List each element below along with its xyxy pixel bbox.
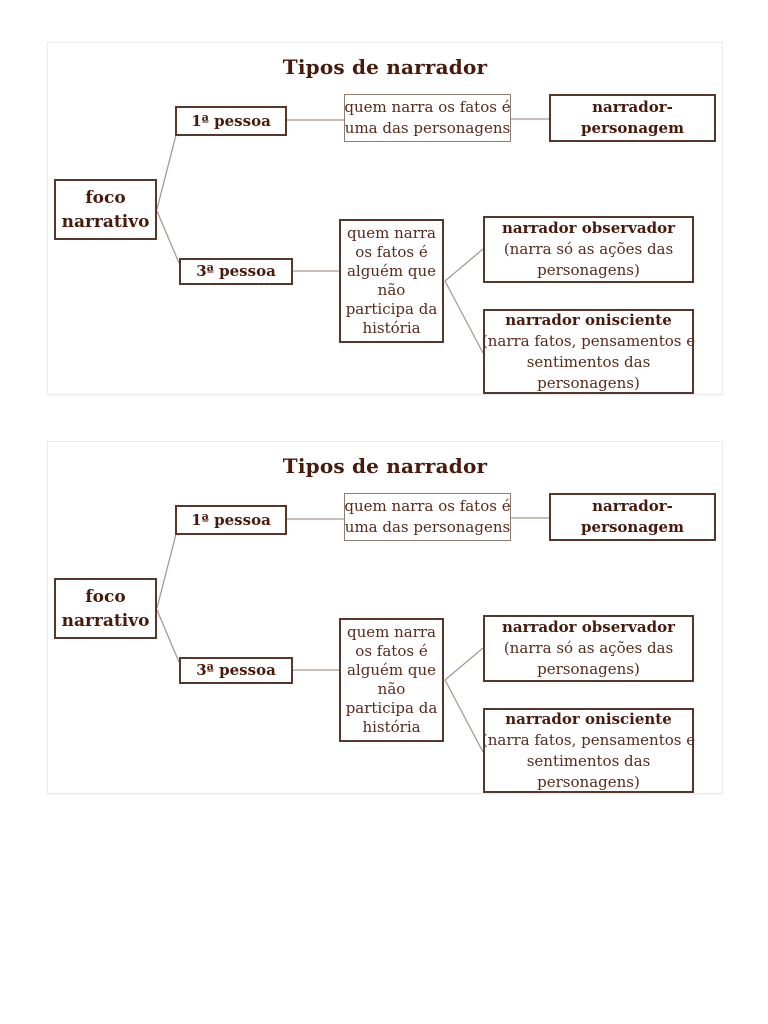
node-text-line: alguém que <box>346 262 436 280</box>
node-primeira-pessoa: 1ª pessoa <box>175 505 287 535</box>
diagram-title: Tipos de narrador <box>282 454 488 478</box>
node-text-line: personagem <box>581 518 684 536</box>
node-text-line: personagens) <box>537 772 640 791</box>
node-quem-narra-primeira: quem narra os fatos é uma das personagen… <box>344 94 511 142</box>
node-text-line: quem narra os fatos é <box>344 497 511 515</box>
node-text-line: participa da <box>345 300 438 318</box>
node-text-line: personagens) <box>537 373 640 392</box>
connector-quemnarra-to-observador <box>444 248 484 282</box>
node-foco-narrativo: foco narrativo <box>54 578 157 639</box>
node-title: narrador observador <box>502 618 675 636</box>
connector-foco-to-primeira <box>156 533 177 609</box>
node-narrador-onisciente: narrador onisciente (narra fatos, pensam… <box>481 708 696 793</box>
node-title: narrador onisciente <box>505 310 672 329</box>
node-text-line: participa da <box>345 699 438 717</box>
node-title: narrador onisciente <box>505 709 672 728</box>
node-text-line: quem narra os fatos é <box>344 98 511 116</box>
node-text-line: 1ª pessoa <box>191 111 271 130</box>
node-primeira-pessoa: 1ª pessoa <box>175 106 287 136</box>
connector-quemnarra-to-onisciente <box>444 679 484 753</box>
node-text-line: narrador- <box>592 98 673 116</box>
node-text-line: sentimentos das <box>526 352 651 371</box>
node-quem-narra-terceira: quem narra os fatos é alguém que não par… <box>339 219 444 343</box>
connector-quemnarra-to-observador <box>444 647 484 681</box>
node-narrador-personagem: narrador- personagem <box>549 493 716 541</box>
node-text-line: narrativo <box>61 610 150 631</box>
node-narrador-observador: narrador observador (narra só as ações d… <box>483 615 694 682</box>
node-text-line: uma das personagens <box>344 119 511 137</box>
node-text-line: personagens) <box>537 261 640 279</box>
node-narrador-personagem: narrador- personagem <box>549 94 716 142</box>
connector-foco-to-primeira <box>156 134 177 210</box>
node-text-line: não <box>377 680 406 698</box>
connector-quemnarra-to-onisciente <box>444 280 484 354</box>
node-text-line: foco <box>85 187 126 208</box>
node-narrador-onisciente: narrador onisciente (narra fatos, pensam… <box>481 309 696 394</box>
node-text-line: (narra fatos, pensamentos e <box>481 730 696 749</box>
node-text-line: história <box>362 718 421 736</box>
node-text-line: narrador- <box>592 497 673 515</box>
node-quem-narra-terceira: quem narra os fatos é alguém que não par… <box>339 618 444 742</box>
node-text-line: quem narra <box>346 623 437 641</box>
node-text-line: os fatos é <box>355 243 428 261</box>
node-text-line: quem narra <box>346 224 437 242</box>
node-text-line: (narra só as ações das <box>503 240 674 258</box>
node-text-line: 1ª pessoa <box>191 510 271 529</box>
node-narrador-observador: narrador observador (narra só as ações d… <box>483 216 694 283</box>
node-text-line: personagens) <box>537 660 640 678</box>
node-title: narrador observador <box>502 219 675 237</box>
connector-foco-to-terceira <box>156 210 180 264</box>
node-text-line: (narra fatos, pensamentos e <box>481 331 696 350</box>
node-text-line: sentimentos das <box>526 751 651 770</box>
node-text-line: 3ª pessoa <box>196 262 276 280</box>
node-terceira-pessoa: 3ª pessoa <box>179 258 293 285</box>
diagram-title: Tipos de narrador <box>282 55 488 79</box>
node-text-line: narrativo <box>61 211 150 232</box>
node-text-line: personagem <box>581 119 684 137</box>
document-page-2: Tipos de narrador foco narrativo 1ª pess… <box>47 441 723 794</box>
connector-lines <box>156 517 549 753</box>
node-text-line: (narra só as ações das <box>503 639 674 657</box>
node-quem-narra-primeira: quem narra os fatos é uma das personagen… <box>344 493 511 541</box>
node-text-line: alguém que <box>346 661 436 679</box>
node-text-line: história <box>362 319 421 337</box>
connector-foco-to-terceira <box>156 609 180 663</box>
node-text-line: foco <box>85 586 126 607</box>
node-text-line: os fatos é <box>355 642 428 660</box>
node-text-line: uma das personagens <box>344 518 511 536</box>
connector-lines <box>156 118 549 354</box>
node-foco-narrativo: foco narrativo <box>54 179 157 240</box>
document-page-1: Tipos de narrador foco narrativo 1ª pess… <box>47 42 723 395</box>
node-terceira-pessoa: 3ª pessoa <box>179 657 293 684</box>
node-text-line: não <box>377 281 406 299</box>
node-text-line: 3ª pessoa <box>196 661 276 679</box>
